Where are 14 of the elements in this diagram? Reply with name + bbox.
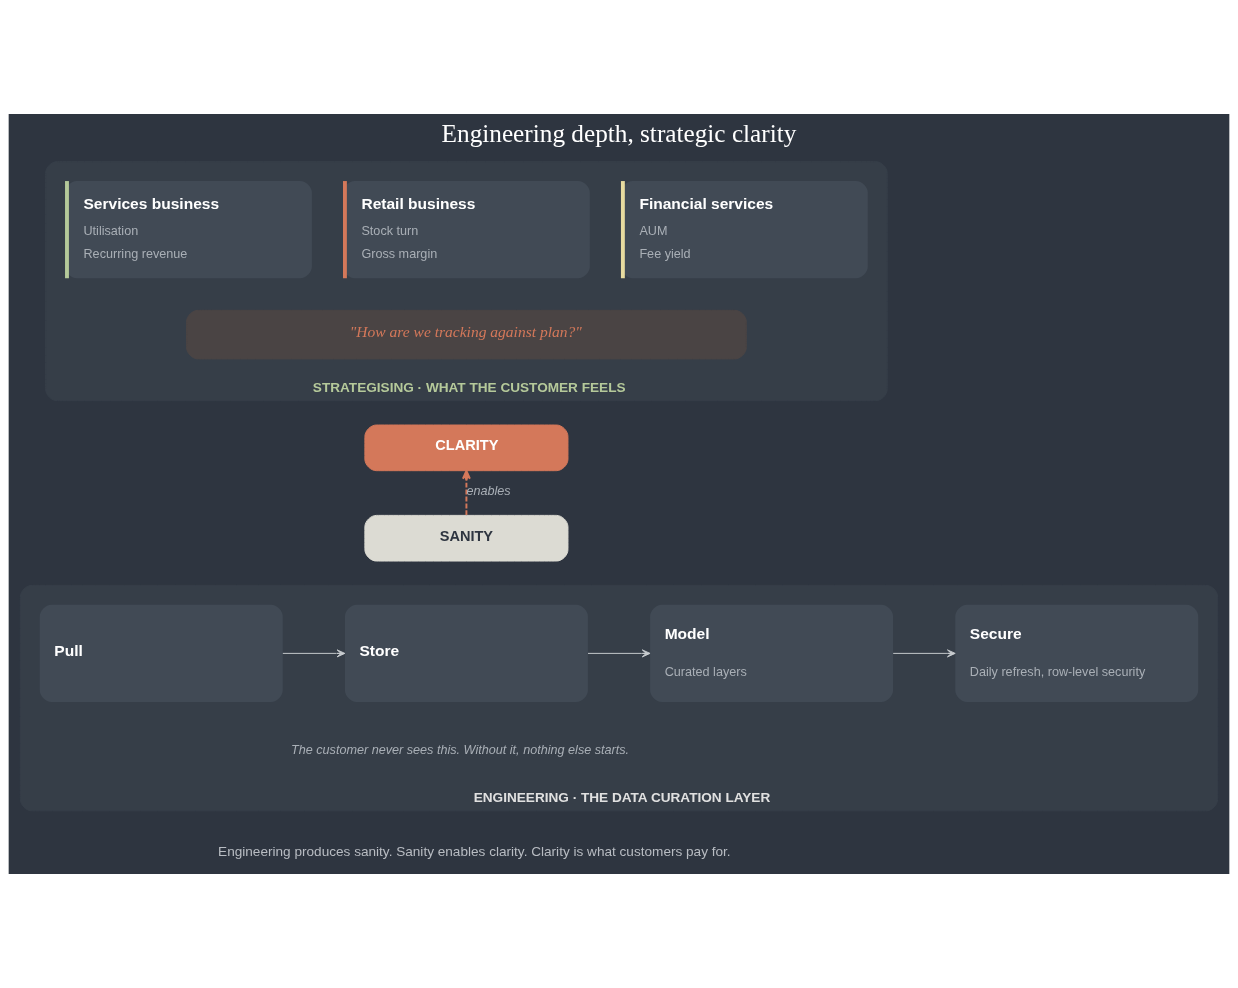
node-box: Secure Daily refresh, row-level security xyxy=(955,604,1199,702)
label: The customer never sees this. Without it, nothing else starts. xyxy=(290,742,630,757)
edge-label: enables xyxy=(466,484,511,499)
diagram-title: Engineering depth, strategic clarity xyxy=(441,118,797,147)
arrow xyxy=(461,469,471,516)
node-box: Store xyxy=(344,604,588,702)
node-box: Model Curated layers xyxy=(650,604,894,702)
node-box: CLARITY xyxy=(364,424,569,472)
node-box: Pull xyxy=(39,604,283,702)
arrow xyxy=(892,649,956,658)
arrow xyxy=(282,649,346,658)
arrow xyxy=(587,649,651,658)
node-box: SANITY xyxy=(364,514,569,562)
caption: Engineering produces sanity. Sanity enables clarity. Clarity is what customers pay for. xyxy=(218,844,731,860)
